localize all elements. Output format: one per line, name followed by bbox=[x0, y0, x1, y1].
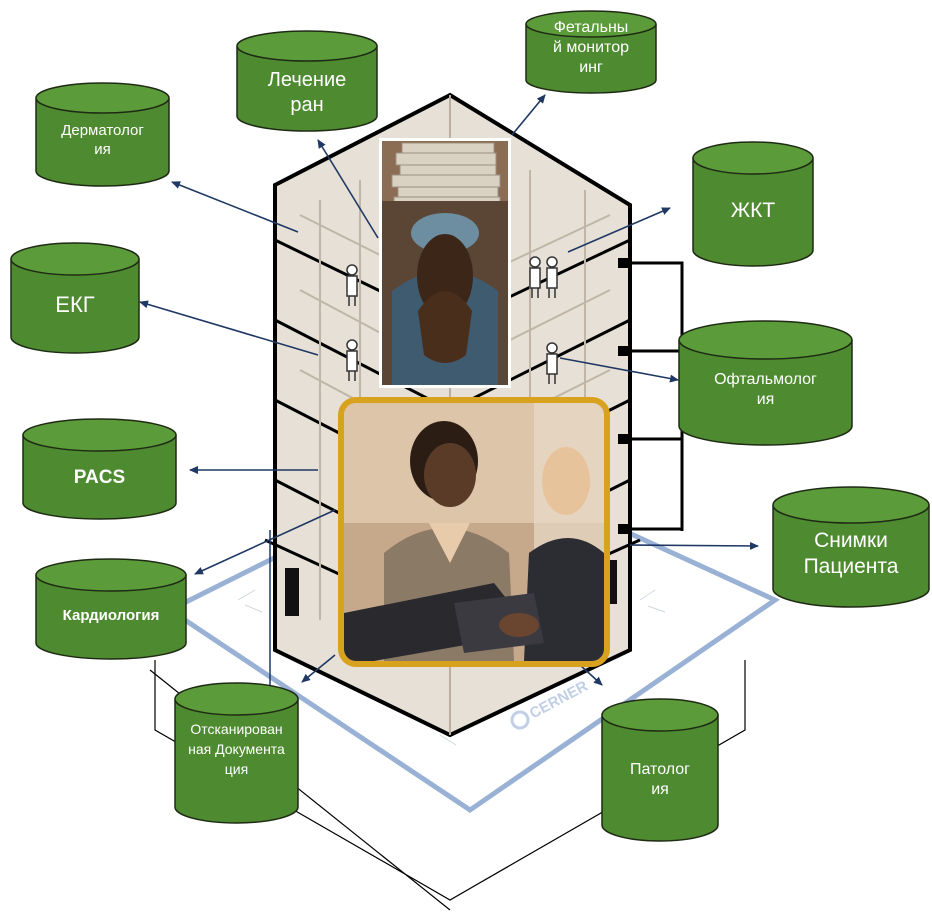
label-fetal-monitoring: Фетальный мониторинг bbox=[553, 19, 629, 76]
cylinder-shape bbox=[678, 320, 853, 446]
cylinder-ecg: ЕКГ bbox=[10, 242, 140, 354]
cylinder-fetal-monitoring: Фетальный мониторинг bbox=[525, 8, 657, 94]
arrow-dermatology bbox=[171, 181, 299, 233]
label-patient-images: Снимки Пациента bbox=[803, 528, 899, 578]
connector-bracket bbox=[628, 261, 684, 531]
arrow-wound-care bbox=[317, 139, 379, 239]
cylinder-scanned-docs: Отсканированная Документация bbox=[174, 682, 299, 824]
label-gi: ЖКТ bbox=[730, 198, 776, 222]
label-pathology: Патология bbox=[630, 761, 690, 798]
arrow-pathology bbox=[579, 664, 603, 686]
arrow-gi bbox=[567, 207, 671, 253]
arrows bbox=[139, 94, 759, 686]
cylinder-shape bbox=[236, 30, 378, 132]
label-ecg: ЕКГ bbox=[55, 292, 95, 318]
cylinder-shape bbox=[35, 82, 170, 187]
arrow-ophthalmology bbox=[559, 357, 679, 383]
meeting-photo bbox=[338, 397, 610, 667]
cylinder-shape bbox=[10, 242, 140, 354]
cylinder-dermatology: Дерматология bbox=[35, 82, 170, 187]
cylinder-gi: ЖКТ bbox=[692, 140, 814, 268]
person-figure bbox=[346, 339, 358, 381]
cylinder-shape bbox=[22, 418, 177, 520]
person-figure bbox=[529, 256, 541, 298]
label-ophthalmology: Офтальмология bbox=[714, 371, 817, 408]
arrow-patient-images bbox=[629, 541, 759, 550]
label-pacs: PACS bbox=[73, 467, 126, 489]
person-figure bbox=[546, 342, 558, 384]
cylinder-cardiology: Кардиология bbox=[35, 558, 187, 660]
arrow-cardiology bbox=[194, 509, 336, 575]
stressed-doctor-photo bbox=[379, 138, 511, 388]
cylinder-wound-care: Лечение ран bbox=[236, 30, 378, 132]
cylinder-shape bbox=[772, 486, 930, 608]
cylinder-shape bbox=[692, 141, 814, 267]
label-scanned-docs: Отсканированная Документация bbox=[188, 720, 285, 778]
meeting-image bbox=[344, 403, 604, 661]
label-dermatology: Дерматология bbox=[61, 121, 144, 158]
cylinder-shape bbox=[174, 682, 299, 824]
cylinder-shape bbox=[601, 698, 719, 842]
person-figure bbox=[546, 256, 558, 298]
cylinder-shape bbox=[525, 10, 657, 94]
label-wound-care: Лечение ран bbox=[267, 69, 347, 116]
cylinder-shape bbox=[35, 558, 187, 660]
arrow-fetal bbox=[511, 94, 546, 136]
arrow-ecg bbox=[139, 300, 319, 356]
label-cardiology: Кардиология bbox=[62, 606, 160, 624]
cylinder-ophthalmology: Офтальмология bbox=[678, 320, 853, 446]
arrow-scanned bbox=[301, 654, 336, 683]
stressed-doctor-image bbox=[382, 141, 508, 385]
person-figure bbox=[346, 264, 358, 306]
cylinder-pacs: PACS bbox=[22, 418, 177, 520]
cylinder-pathology: Патология bbox=[601, 698, 719, 842]
cylinder-patient-images: Снимки Пациента bbox=[772, 486, 930, 608]
